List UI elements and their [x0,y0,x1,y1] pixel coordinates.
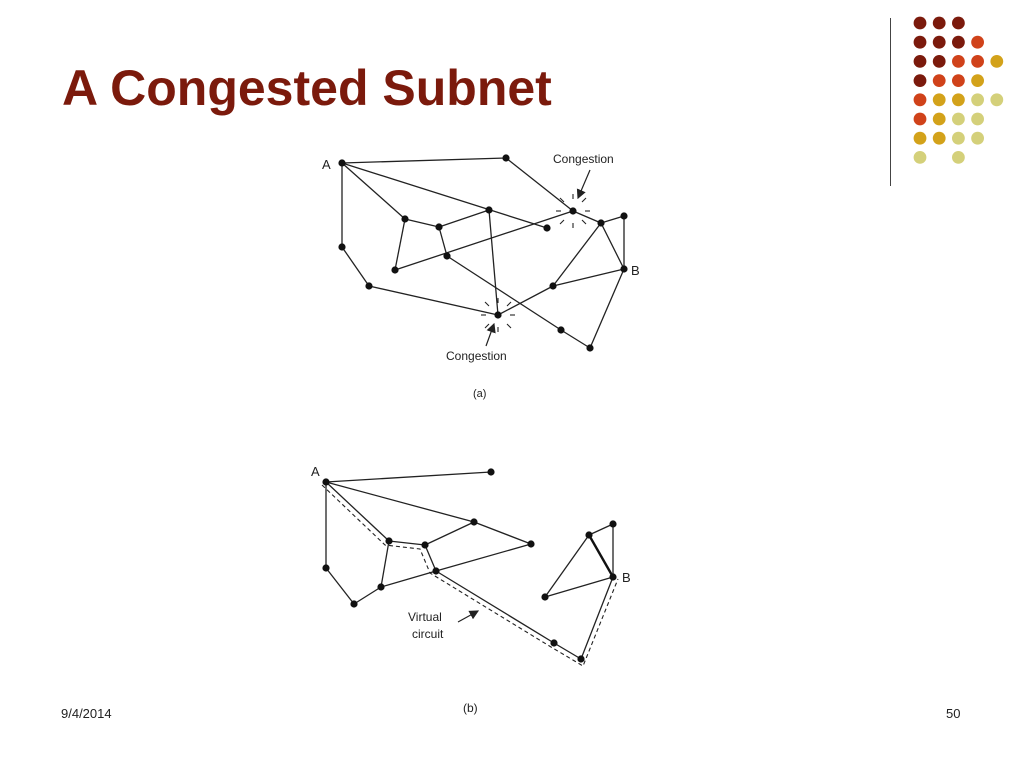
router-node [385,537,393,545]
node-a-label: A [311,464,320,479]
node-a-label: A [322,157,331,172]
decorative-dot [913,151,927,164]
router-node [569,207,577,215]
slide-title: A Congested Subnet [62,60,552,116]
router-node [322,564,330,572]
router-node [377,583,385,591]
decorative-dot [971,131,984,145]
router-node [338,159,346,167]
decorative-dot [971,55,984,68]
router-node [494,311,502,319]
router-node [365,282,373,290]
router-node [470,518,478,526]
decorative-dot-grid [913,16,1004,164]
decorative-dot [932,16,946,30]
diagram-b-links [325,471,614,660]
decorative-dot [913,55,927,68]
page-number: 50 [946,706,961,721]
diagram-a: A B Congestion Congestion (a) [322,152,640,400]
router-node [338,243,346,251]
decorative-dot [913,74,927,87]
decorative-dot [932,93,946,107]
slide-date: 9/4/2014 [61,706,112,721]
decorative-dot [932,55,946,68]
router-node [391,266,399,274]
congestion-label: Congestion [446,349,507,363]
router-node [557,326,565,334]
decorative-dot [952,35,965,49]
router-node [527,540,535,548]
decorative-dot [952,16,965,30]
decorative-dot [952,74,965,87]
router-node [502,154,510,162]
decorative-dot [932,74,946,87]
router-node [435,223,443,231]
diagram-a-nodes [338,154,628,352]
diagram-b: A B Virtual circuit (b) [311,464,631,715]
router-node [586,344,594,352]
decorative-dot [913,112,927,126]
decorative-dot [913,35,927,49]
router-node [549,282,557,290]
decorative-dot [913,16,927,30]
decorative-dot [971,35,984,49]
router-node [543,224,551,232]
congestion-burst [556,194,590,228]
router-node [620,212,628,220]
virtual-circuit-path [321,484,619,667]
router-node [443,252,451,260]
decorative-dot [913,131,927,145]
decorative-dot [952,131,965,145]
decorative-dot [952,55,965,68]
decorative-dot [932,131,946,145]
router-node [609,520,617,528]
decorative-dot [971,74,984,87]
decorative-dot [932,112,946,126]
diagram-b-nodes [322,468,617,663]
router-node [350,600,358,608]
decorative-dot [913,93,927,107]
node-b-label: B [631,263,640,278]
router-node [550,639,558,647]
router-node [401,215,409,223]
router-node [485,206,493,214]
virtual-circuit-label: Virtual [408,610,442,624]
router-node [322,478,330,486]
decorative-dot [971,112,984,126]
router-node [541,593,549,601]
decorative-dot [990,93,1004,107]
caption-b: (b) [463,701,478,715]
decorative-dot [990,55,1004,68]
node-b-label: B [622,570,631,585]
decorative-dot [952,112,965,126]
router-node [597,219,605,227]
router-node [609,573,617,581]
decorative-dot [971,93,984,107]
header-divider [890,18,891,186]
virtual-circuit-label: circuit [412,627,444,641]
virtual-circuit-arrow [457,610,480,623]
router-node [421,541,429,549]
decorative-dot [952,93,965,107]
router-node [487,468,495,476]
router-node [585,531,593,539]
decorative-dot [932,35,946,49]
congestion-arrows [485,169,591,347]
caption-a: (a) [473,388,486,400]
congestion-label: Congestion [553,152,614,166]
router-node [620,265,628,273]
router-node [577,655,585,663]
diagram-a-links [341,157,625,349]
link-bold [587,534,615,578]
router-node [432,567,440,575]
decorative-dot [952,151,965,164]
